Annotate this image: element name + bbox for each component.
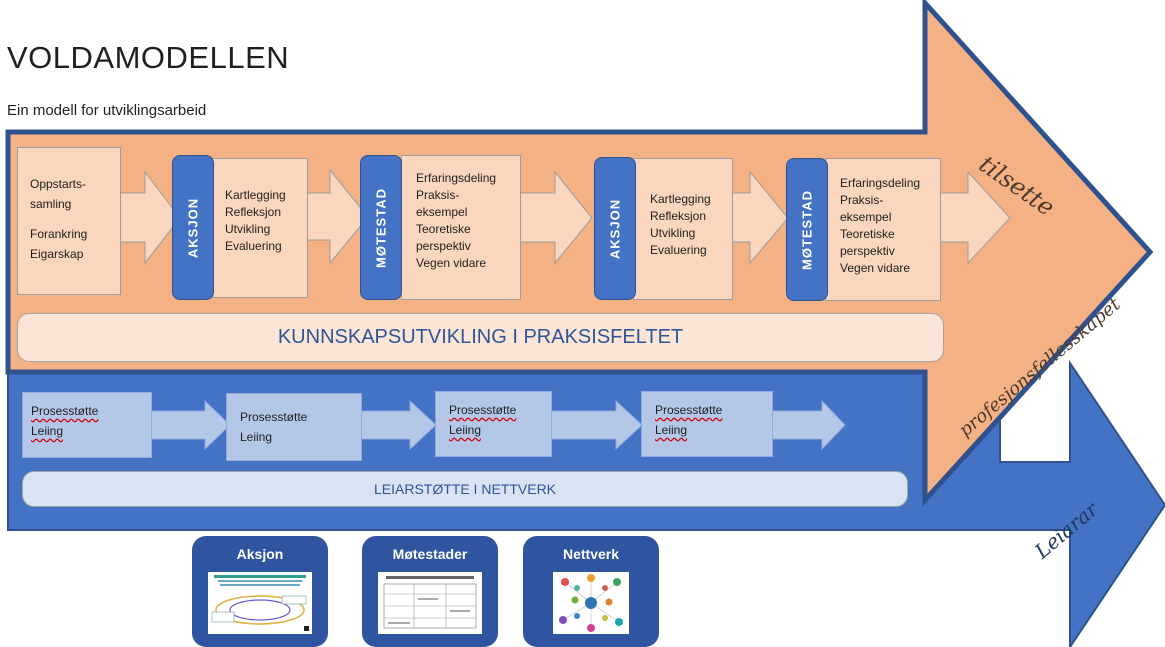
process-box: Prosesstøtte Leiing [226, 393, 362, 461]
motestad-line: Erfaringsdeling [840, 176, 921, 190]
start-line: Eigarskap [30, 247, 84, 261]
aksjon-line: Utvikling [650, 226, 696, 240]
aksjon-line: Kartlegging [650, 192, 711, 206]
aksjon-card[interactable]: Aksjon [192, 536, 328, 647]
start-line: Oppstarts- [30, 177, 87, 191]
motestad-line: Teoretiske [840, 227, 895, 241]
process-box: Prosesstøtte Leiing [641, 391, 773, 457]
process-line: Prosesstøtte [31, 404, 99, 418]
motestad-content-box: Erfaringsdeling Praksis- eksempel Teoret… [825, 158, 941, 301]
start-line: Forankring [30, 227, 88, 241]
page-title: VOLDAMODELLEN [7, 40, 290, 75]
aksjon-line: Utvikling [225, 222, 271, 236]
process-line: Leiing [240, 430, 273, 444]
aksjon-line: Evaluering [650, 243, 707, 257]
motestad-content-box: Erfaringsdeling Praksis- eksempel Teoret… [401, 155, 521, 300]
flow-arrow-2 [304, 168, 369, 265]
page-subtitle: Ein modell for utviklingsarbeid [7, 102, 207, 119]
aksjon-thumbnail [208, 572, 312, 634]
aksjon-tab-label: AKSJON [185, 197, 201, 258]
aksjon-line: Refleksjon [225, 205, 282, 219]
motestad-tab-label: MØTESTAD [799, 189, 815, 270]
aksjon-tab-label: AKSJON [607, 198, 623, 259]
process-arrow-4 [769, 399, 846, 451]
table-document-icon [383, 576, 477, 629]
aksjon-tab: AKSJON [594, 157, 636, 300]
process-arrow-3 [549, 399, 643, 451]
process-line: Prosesstøtte [449, 403, 517, 417]
motestad-line: perspektiv [840, 244, 895, 258]
nettverk-card-label: Nettverk [562, 546, 620, 562]
cycle-diagram-icon [211, 575, 309, 631]
motestad-line: Praksis- [840, 193, 884, 207]
motestad-line: perspektiv [416, 239, 471, 253]
start-line: samling [30, 197, 72, 211]
aksjon-content-box: Kartlegging Refleksjon Utvikling Evaluer… [212, 158, 308, 298]
start-box: Oppstarts- samling Forankring Eigarskap [17, 147, 121, 295]
motestad-line: eksempel [840, 210, 892, 224]
motestader-thumbnail [378, 572, 482, 634]
process-box: Prosesstøtte Leiing [22, 392, 152, 458]
motestad-line: Vegen vidare [416, 256, 487, 270]
kunnskap-band-label: KUNNSKAPSUTVIKLING I PRAKSISFELTET [277, 326, 684, 348]
motestad-line: eksempel [416, 205, 468, 219]
process-line: Leiing [655, 423, 688, 437]
aksjon-line: Evaluering [225, 239, 282, 253]
motestad-tab-label: MØTESTAD [373, 187, 389, 268]
process-arrow-2 [359, 399, 437, 451]
kunnskap-band: KUNNSKAPSUTVIKLING I PRAKSISFELTET [17, 313, 944, 362]
process-arrow-1 [149, 399, 231, 451]
nettverk-thumbnail [553, 572, 629, 634]
motestad-tab: MØTESTAD [360, 155, 402, 300]
motestad-tab: MØTESTAD [786, 158, 828, 301]
nettverk-card[interactable]: Nettverk [523, 536, 659, 647]
motestad-line: Praksis- [416, 188, 460, 202]
leiarstotte-band-label: LEIARSTØTTE I NETTVERK [373, 481, 557, 497]
aksjon-line: Refleksjon [650, 209, 707, 223]
motestad-line: Teoretiske [416, 222, 471, 236]
aksjon-card-label: Aksjon [236, 546, 284, 562]
process-line: Prosesstøtte [655, 403, 723, 417]
leiarstotte-band: LEIARSTØTTE I NETTVERK [22, 471, 908, 507]
process-line: Leiing [31, 424, 64, 438]
aksjon-line: Kartlegging [225, 188, 286, 202]
process-line: Leiing [449, 423, 482, 437]
network-icon [559, 574, 623, 632]
tilsette-arrow [5, 0, 1154, 507]
aksjon-tab: AKSJON [172, 155, 214, 300]
process-line: Prosesstøtte [240, 410, 308, 424]
motestader-card-label: Møtestader [392, 546, 468, 562]
process-box: Prosesstøtte Leiing [435, 391, 552, 457]
aksjon-content-box: Kartlegging Refleksjon Utvikling Evaluer… [633, 158, 733, 300]
motestad-line: Erfaringsdeling [416, 171, 497, 185]
motestader-card[interactable]: Møtestader [362, 536, 498, 647]
flow-arrow-1 [119, 170, 181, 265]
motestad-line: Vegen vidare [840, 261, 911, 275]
